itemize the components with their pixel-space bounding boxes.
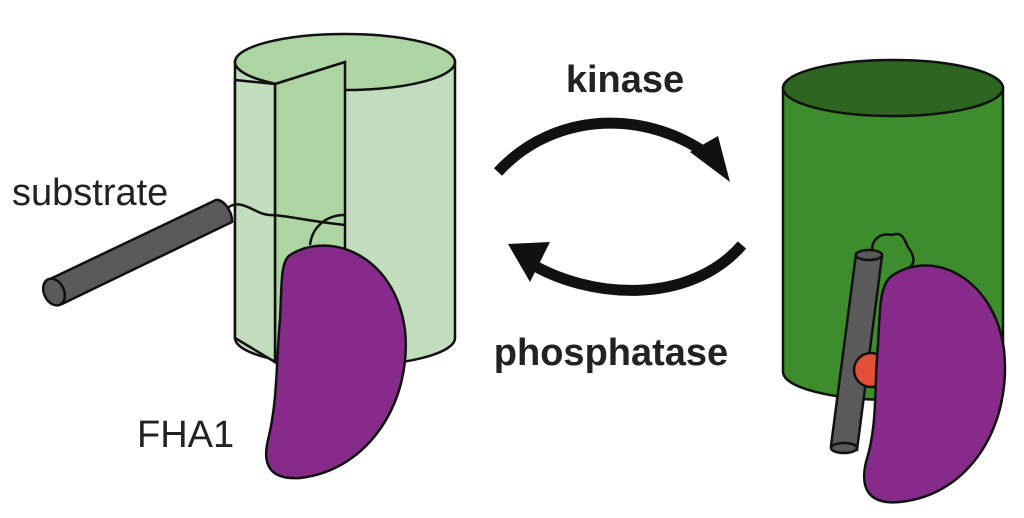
phosphatase-arrowhead-icon <box>508 242 550 282</box>
right-cylinder-top <box>781 58 1005 118</box>
kinase-arrowhead-icon <box>690 136 730 182</box>
fha1-domain-left <box>264 213 408 480</box>
substrate-label: substrate <box>12 172 168 214</box>
fha1-shape-right <box>862 264 1007 504</box>
fha1-linker-left <box>308 213 346 246</box>
fha1-label: FHA1 <box>137 414 234 456</box>
phosphatase-label: phosphatase <box>494 332 728 374</box>
substrate-linker-left <box>224 203 346 227</box>
fha1-domain-right <box>862 264 1007 504</box>
substrate-linker-right <box>870 232 915 270</box>
substrate-rod-right-bottom <box>829 441 859 455</box>
kinase-label: kinase <box>566 59 684 101</box>
kinase-arrow <box>493 117 730 182</box>
substrate-rod-right-top <box>854 248 884 262</box>
kinase-arrow-shaft <box>493 117 719 176</box>
phosphatase-arrow <box>508 241 747 296</box>
substrate-rod-right <box>829 232 915 455</box>
substrate-rod-left <box>41 198 346 307</box>
phosphatase-arrow-shaft <box>525 241 747 296</box>
left-cylinder-slot-wall <box>233 78 277 365</box>
substrate-rod-body <box>46 198 234 306</box>
fha1-shape-left <box>264 244 408 480</box>
substrate-rod-end <box>41 277 67 307</box>
